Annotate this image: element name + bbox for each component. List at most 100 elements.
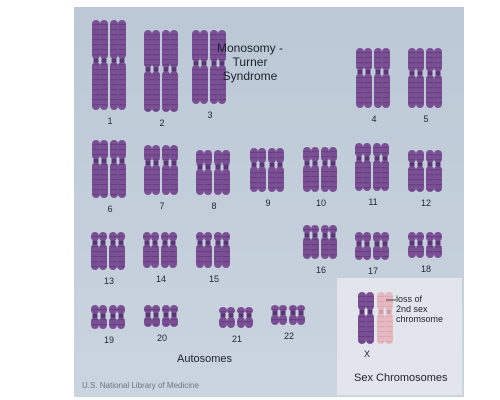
chromosome-20-b [162, 305, 170, 327]
chromosome-19-b-sister [117, 305, 125, 329]
chromosome-13-a [91, 232, 99, 270]
chromosome-label-9: 9 [265, 198, 271, 208]
x-chromosome-sister [366, 292, 374, 344]
chromosome-3-a-sister [200, 30, 208, 104]
chromosome-label-20: 20 [156, 333, 167, 343]
chromosome-2-a-sister [152, 30, 160, 112]
chromosome-4-b [374, 48, 382, 108]
chromosome-19-b [109, 305, 117, 329]
chromosome-5-a [408, 48, 416, 108]
chromosome-1-a-sister [100, 20, 108, 110]
chromosome-label-4: 4 [371, 114, 377, 124]
chromosome-label-17: 17 [367, 266, 378, 276]
chromosome-5-b-sister [434, 48, 442, 108]
chromosome-11-b-sister [381, 143, 389, 191]
sex-chromosome-box [337, 278, 462, 395]
chromosome-1-b-sister [118, 20, 126, 110]
chromosome-18-b [426, 232, 434, 258]
chromosome-6-a-sister [100, 140, 108, 198]
chromosome-20-b-sister [170, 305, 178, 327]
chromosome-label-11: 11 [368, 197, 378, 207]
chromosome-label-14: 14 [155, 274, 166, 284]
chromosome-11-a [355, 143, 363, 191]
chromosome-4-b-sister [382, 48, 390, 108]
chromosome-3-a [192, 30, 200, 104]
sex-chromosomes-label: Sex Chromosomes [354, 372, 448, 384]
chromosome-10-a [303, 147, 311, 192]
chromosome-15-a [196, 232, 204, 268]
chromosome-5-b [426, 48, 434, 108]
chromosome-21-b [237, 307, 245, 328]
chromosome-18-b-sister [434, 232, 442, 258]
chromosome-label-3: 3 [207, 110, 213, 120]
chromosome-label-12: 12 [420, 198, 431, 208]
chromosome-17-b-sister [381, 232, 389, 260]
chromosome-19-a-sister [99, 305, 107, 329]
chromosome-1-a [92, 20, 100, 110]
chromosome-6-b-sister [118, 140, 126, 198]
chromosome-15-a-sister [204, 232, 212, 268]
chromosome-11-a-sister [363, 143, 371, 191]
chromosome-21-a-sister [227, 307, 235, 328]
chromosome-7-a [144, 145, 152, 195]
chromosome-12-b [426, 150, 434, 192]
chromosome-14-a-sister [151, 232, 159, 268]
loss-note-line: 2nd sex [396, 304, 428, 314]
chromosome-11-b [373, 143, 381, 191]
chromosome-12-a-sister [416, 150, 424, 192]
chromosome-17-a [355, 232, 363, 260]
diagram-title: Monosomy - Turner Syndrome [208, 41, 292, 83]
chromosome-2-a [144, 30, 152, 112]
chromosome-label-16: 16 [315, 265, 326, 275]
chromosome-18-a [408, 232, 416, 258]
chromosome-13-b-sister [117, 232, 125, 270]
chromosome-6-a [92, 140, 100, 198]
chromosome-label-22: 22 [283, 331, 294, 341]
loss-note: loss of 2nd sex chromsome [396, 294, 443, 324]
chromosome-label-2: 2 [159, 118, 165, 128]
chromosome-label-7: 7 [159, 201, 165, 211]
chromosome-16-b [321, 225, 329, 259]
chromosome-20-a-sister [152, 305, 160, 327]
chromosome-19-a [91, 305, 99, 329]
x-chromosome [358, 292, 366, 344]
chromosome-8-b [214, 150, 222, 195]
chromosome-17-a-sister [363, 232, 371, 260]
chromosome-label-13: 13 [103, 276, 114, 286]
chromosome-18-a-sister [416, 232, 424, 258]
chromosome-6-b [110, 140, 118, 198]
chromosome-4-a [356, 48, 364, 108]
chromosome-label-18: 18 [420, 264, 431, 274]
chromosome-12-b-sister [434, 150, 442, 192]
chromosome-9-a [250, 148, 258, 192]
credit-text: U.S. National Library of Medicine [82, 381, 199, 390]
title-line: Turner [232, 55, 268, 69]
chromosome-14-b [161, 232, 169, 268]
chromosome-10-b [321, 147, 329, 192]
chromosome-22-a [271, 305, 279, 325]
chromosome-label-10: 10 [315, 198, 326, 208]
chromosome-7-b [162, 145, 170, 195]
chromosome-8-b-sister [222, 150, 230, 195]
chromosome-14-b-sister [169, 232, 177, 268]
chromosome-label-21: 21 [231, 334, 242, 344]
chromosome-12-a [408, 150, 416, 192]
chromosome-16-b-sister [329, 225, 337, 259]
chromosome-22-a-sister [279, 305, 287, 325]
chromosome-10-a-sister [311, 147, 319, 192]
chromosome-9-b [268, 148, 276, 192]
chromosome-20-a [144, 305, 152, 327]
chromosome-2-b-sister [170, 30, 178, 112]
loss-note-line: chromsome [396, 314, 444, 324]
loss-note-line: loss of [396, 294, 423, 304]
chromosome-7-a-sister [152, 145, 160, 195]
chromosome-16-a [303, 225, 311, 259]
x-chromosome-label: X [364, 349, 371, 359]
chromosome-10-b-sister [329, 147, 337, 192]
chromosome-22-b [289, 305, 297, 325]
chromosome-7-b-sister [170, 145, 178, 195]
chromosome-13-a-sister [99, 232, 107, 270]
chromosome-label-19: 19 [103, 335, 114, 345]
chromosome-label-6: 6 [107, 204, 113, 214]
